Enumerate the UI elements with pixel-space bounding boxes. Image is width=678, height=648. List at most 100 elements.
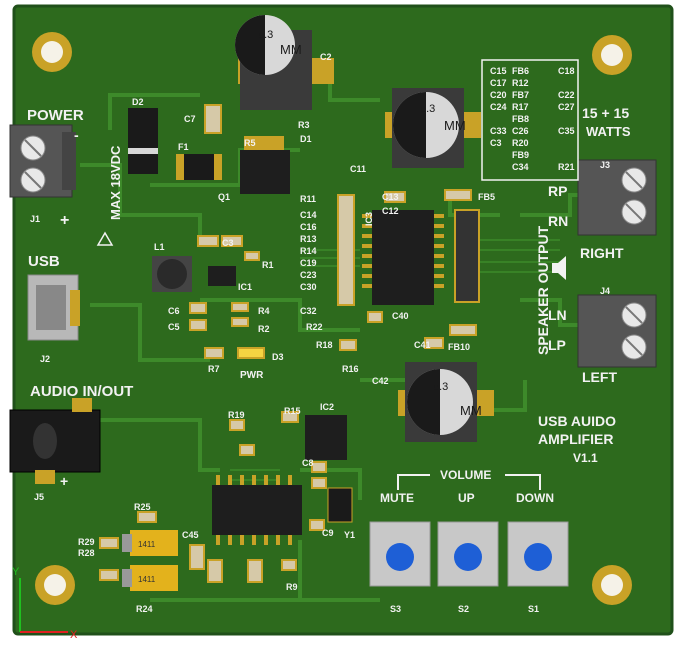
ref-c32: C32 bbox=[300, 306, 317, 316]
ref-r9: R9 bbox=[286, 582, 298, 592]
ref-c6: C6 bbox=[168, 306, 180, 316]
power-label: POWER bbox=[27, 107, 84, 124]
c11-mark: 8.3 bbox=[420, 103, 435, 115]
left-label: LEFT bbox=[582, 369, 617, 385]
ref-r11: R11 bbox=[300, 194, 316, 204]
speaker-icon bbox=[552, 256, 566, 280]
c39-code: 1411 bbox=[138, 575, 156, 584]
ref-c42: C42 bbox=[372, 376, 389, 386]
ref-r18: R18 bbox=[316, 340, 333, 350]
rn-label: RN bbox=[548, 213, 568, 229]
bom-cell: C17 bbox=[490, 78, 507, 88]
capacitor-c42 bbox=[398, 362, 494, 442]
ref-j3: J3 bbox=[600, 160, 610, 170]
ref-c41: C41 bbox=[414, 340, 431, 350]
bom-cell: C35 bbox=[558, 126, 575, 136]
bom-cell: R20 bbox=[512, 138, 529, 148]
bom-cell: C20 bbox=[490, 90, 507, 100]
ref-c19: C19 bbox=[300, 258, 317, 268]
ref-j4: J4 bbox=[600, 286, 610, 296]
ref-l1: L1 bbox=[154, 242, 165, 252]
ref-r1: R1 bbox=[262, 260, 274, 270]
ref-c5: C5 bbox=[168, 322, 180, 332]
ref-c12: C12 bbox=[382, 206, 399, 216]
bom-cell: C34 bbox=[512, 162, 529, 172]
tantalum-c39 bbox=[122, 565, 178, 591]
minus-label: - bbox=[74, 127, 79, 143]
capacitor-c11 bbox=[385, 88, 481, 168]
tantalum-c38 bbox=[122, 530, 178, 556]
ref-c9: C9 bbox=[322, 528, 334, 538]
l1-inductor bbox=[152, 256, 192, 292]
ref-c23: C23 bbox=[300, 270, 317, 280]
watts-line1: 15 + 15 bbox=[582, 105, 629, 121]
bom-box bbox=[481, 59, 579, 181]
mounting-holes bbox=[32, 32, 632, 605]
plus-label: + bbox=[60, 212, 69, 229]
bom-cell: C33 bbox=[490, 126, 507, 136]
warning-icon bbox=[96, 231, 114, 246]
volume-label: VOLUME bbox=[440, 468, 491, 482]
ref-d2: D2 bbox=[132, 97, 144, 107]
title-line2: AMPLIFIER bbox=[538, 431, 613, 447]
ref-c8: C8 bbox=[302, 458, 314, 468]
speaker-output-label: SPEAKER OUTPUT bbox=[535, 225, 551, 355]
ref-r7: R7 bbox=[208, 364, 220, 374]
max-voltage-label: MAX 18VDC bbox=[108, 145, 123, 220]
volume-bracket bbox=[397, 474, 541, 490]
d2-diode bbox=[128, 108, 158, 174]
mute-label: MUTE bbox=[380, 491, 414, 505]
c42-mark: 8.3 bbox=[433, 381, 448, 393]
c11-brand: MM bbox=[444, 118, 466, 133]
power-terminal-j1 bbox=[9, 124, 76, 198]
ref-s2: S2 bbox=[458, 604, 469, 614]
down-label: DOWN bbox=[516, 491, 554, 505]
right-label: RIGHT bbox=[580, 245, 624, 261]
up-label: UP bbox=[458, 491, 475, 505]
ref-r24: R24 bbox=[136, 604, 153, 614]
ref-d3: D3 bbox=[272, 352, 284, 362]
ref-r15: R15 bbox=[284, 406, 301, 416]
capacitor-c2 bbox=[235, 15, 334, 110]
c2-mark: 8.3 bbox=[258, 29, 273, 41]
ref-q1: Q1 bbox=[218, 192, 230, 202]
ic2-chip bbox=[305, 415, 347, 460]
ref-y1: Y1 bbox=[344, 530, 355, 540]
title-line1: USB AUIDO bbox=[538, 413, 616, 429]
bom-cell: FB6 bbox=[512, 66, 529, 76]
ref-r28: R28 bbox=[78, 548, 95, 558]
ref-ic2: IC2 bbox=[320, 402, 334, 412]
ref-r19: R19 bbox=[228, 410, 245, 420]
bom-cell: C3 bbox=[490, 138, 502, 148]
ref-s1: S1 bbox=[528, 604, 539, 614]
c38-code: 1411 bbox=[138, 540, 156, 549]
pwr-label: PWR bbox=[240, 370, 264, 381]
ln-label: LN bbox=[548, 307, 567, 323]
button-s2-up[interactable] bbox=[437, 521, 499, 587]
plus-audio-label: + bbox=[60, 473, 68, 489]
ref-c45: C45 bbox=[182, 530, 199, 540]
button-s1-down[interactable] bbox=[507, 521, 569, 587]
ref-r2: R2 bbox=[258, 324, 270, 334]
ref-fb5: FB5 bbox=[478, 192, 495, 202]
ref-d1: D1 bbox=[300, 134, 312, 144]
button-s3-mute[interactable] bbox=[369, 521, 431, 587]
ref-c3: C3 bbox=[222, 238, 234, 248]
rp-label: RP bbox=[548, 183, 567, 199]
bom-cell: R17 bbox=[512, 102, 529, 112]
bom-cell: C15 bbox=[490, 66, 507, 76]
usb-connector-j2 bbox=[27, 274, 80, 341]
usb-label: USB bbox=[28, 253, 60, 270]
y1-crystal bbox=[327, 487, 353, 523]
bom-cell: C18 bbox=[558, 66, 575, 76]
axis-x-label: X bbox=[70, 629, 78, 641]
ref-c7: C7 bbox=[184, 114, 196, 124]
ic4-usb-codec-chip bbox=[212, 475, 302, 545]
ref-j1: J1 bbox=[30, 214, 40, 224]
axis-indicator bbox=[19, 578, 68, 633]
ref-ic1: IC1 bbox=[238, 282, 252, 292]
lp-label: LP bbox=[548, 337, 566, 353]
ref-r16: R16 bbox=[342, 364, 359, 374]
